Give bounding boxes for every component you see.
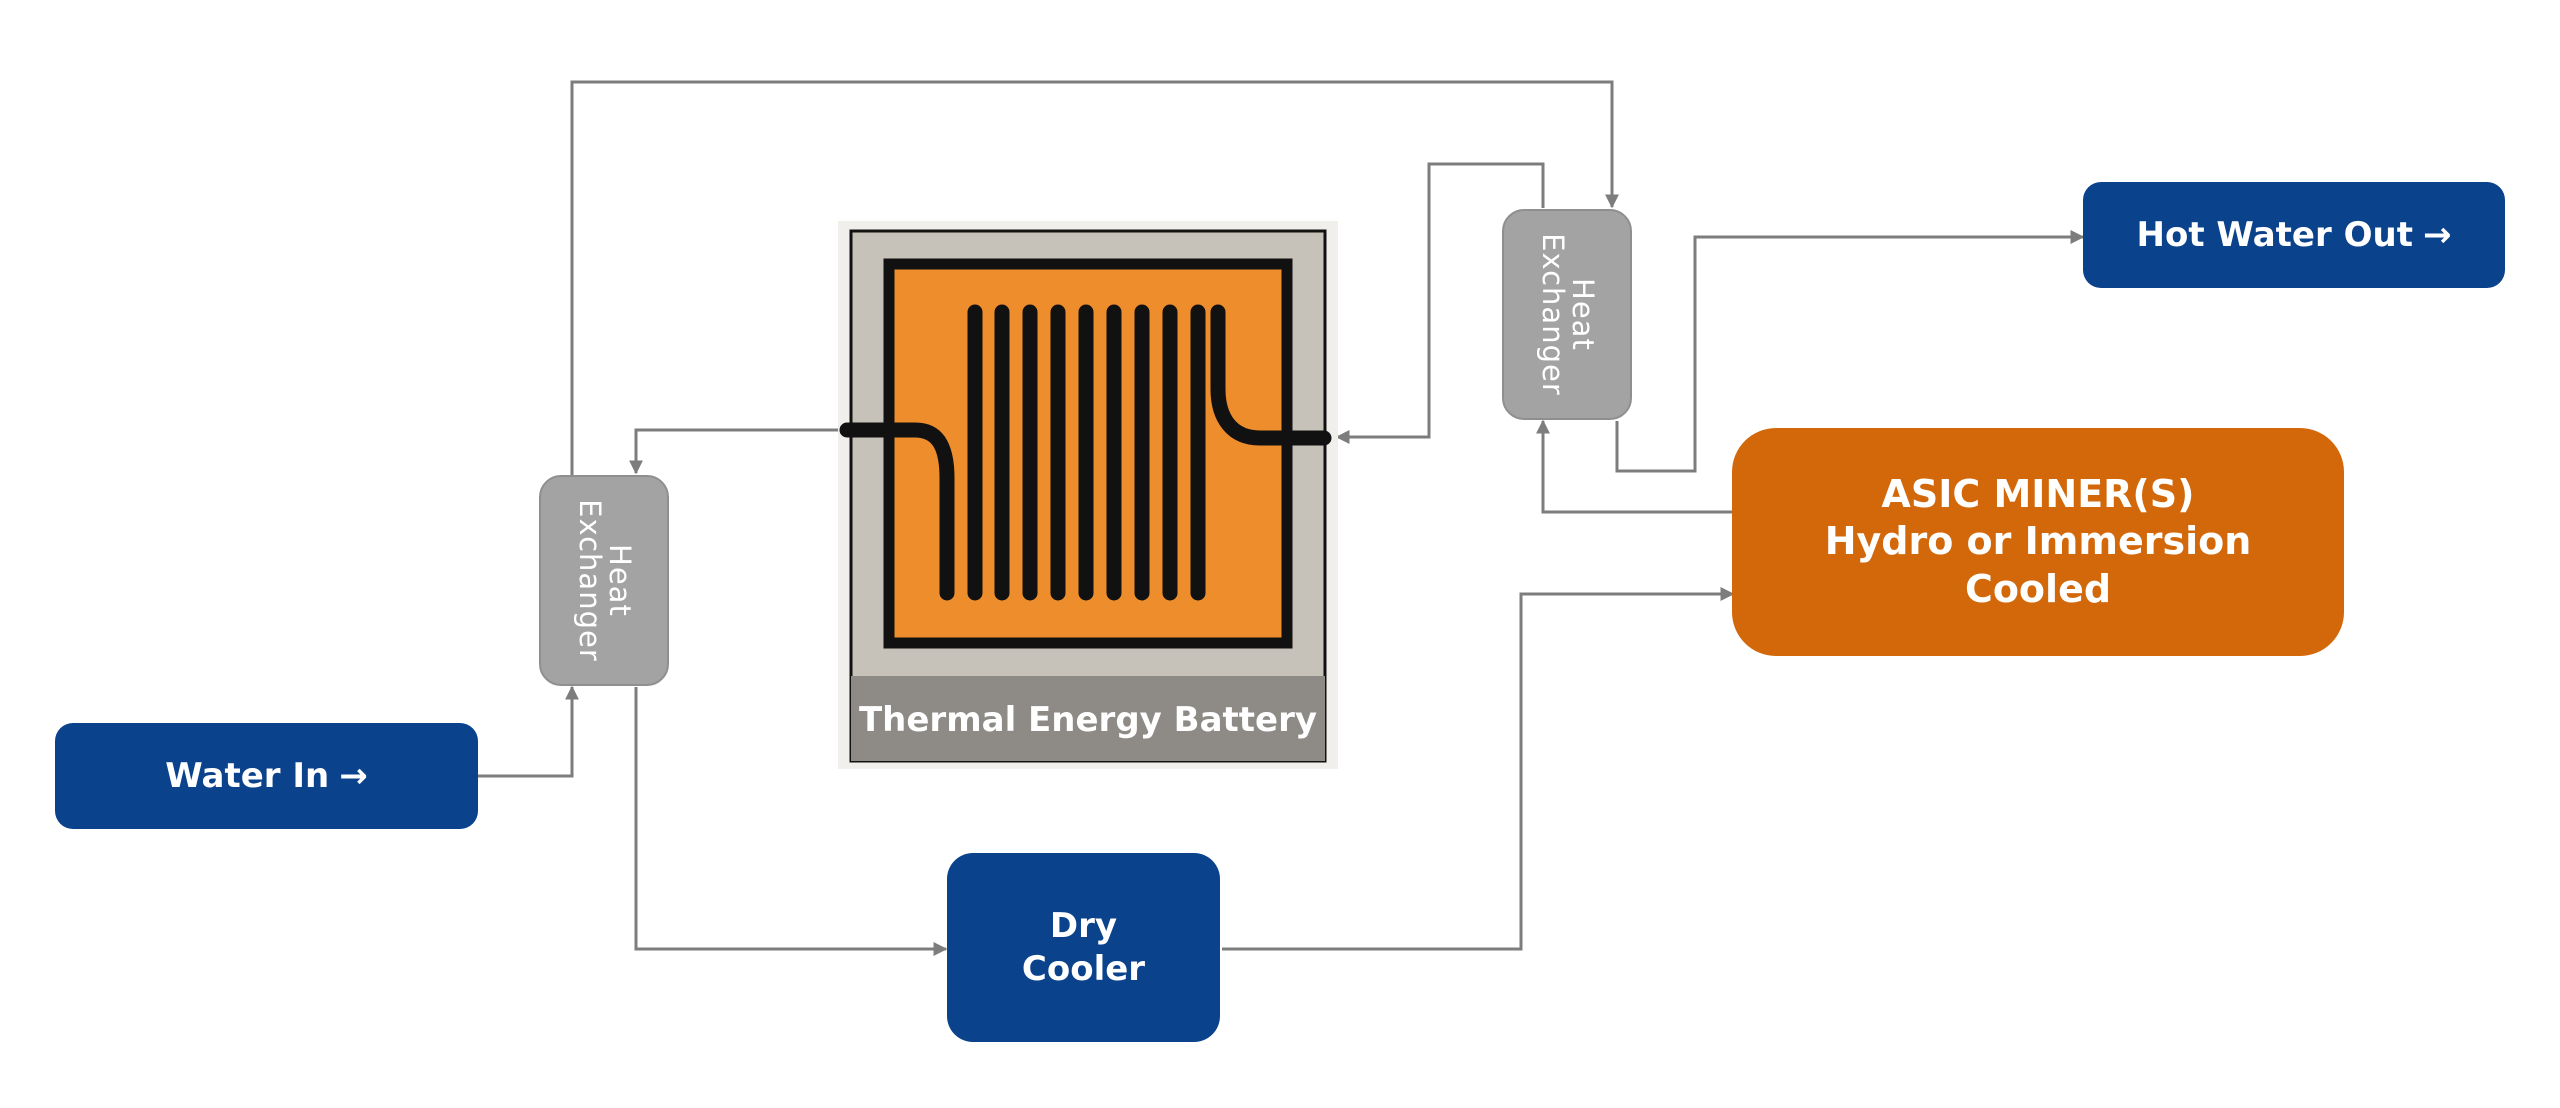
heat-exchanger-left-label-line1: Heat [602, 544, 637, 617]
connector-dry-cooler-to-asic [1222, 587, 1735, 951]
heat-exchanger-right: Heat Exchanger [1502, 209, 1632, 420]
heat-exchanger-right-label-line2: Exchanger [1535, 233, 1569, 396]
asic-miner-node: ASIC MINER(S) Hydro or Immersion Cooled [1732, 428, 2344, 656]
thermal-battery-graphic [838, 221, 1338, 769]
hot-water-out-node: Hot Water Out → [2083, 182, 2505, 288]
arrow-right-icon: → [339, 756, 368, 796]
dry-cooler-label-line2: Cooler [1021, 948, 1146, 989]
thermal-battery-label: Thermal Energy Battery [858, 700, 1318, 740]
connector-water-in-to-left-exchanger [478, 685, 579, 778]
dry-cooler-node: Dry Cooler [947, 853, 1220, 1042]
heat-exchanger-right-label-line1: Heat [1565, 278, 1600, 351]
dry-cooler-label-line1: Dry [1049, 906, 1118, 946]
hot-water-out-label: Hot Water Out [2136, 215, 2413, 255]
asic-miner-label-line3: Cooled [1964, 566, 2112, 611]
water-in-node: Water In → [55, 723, 478, 829]
connector-right-exchanger-to-hot-water-out [1615, 230, 2085, 473]
asic-miner-label-line1: ASIC MINER(S) [1881, 471, 2195, 516]
connector-battery-to-left-exchanger [629, 428, 840, 475]
asic-miner-label-line2: Hydro or Immersion [1824, 519, 2252, 564]
heating-coil-icon [839, 304, 1332, 601]
connector-left-exchanger-to-right-exchanger [570, 80, 1619, 476]
connector-left-exchanger-to-dry-cooler [634, 687, 948, 956]
arrow-right-icon: → [2422, 215, 2452, 255]
connector-asic-to-right-exchanger [1536, 419, 1733, 514]
heat-exchanger-left: Heat Exchanger [539, 475, 669, 686]
water-in-label: Water In [165, 756, 330, 796]
heat-exchanger-left-label-line2: Exchanger [572, 499, 606, 662]
connector-right-exchanger-to-battery [1335, 162, 1545, 444]
